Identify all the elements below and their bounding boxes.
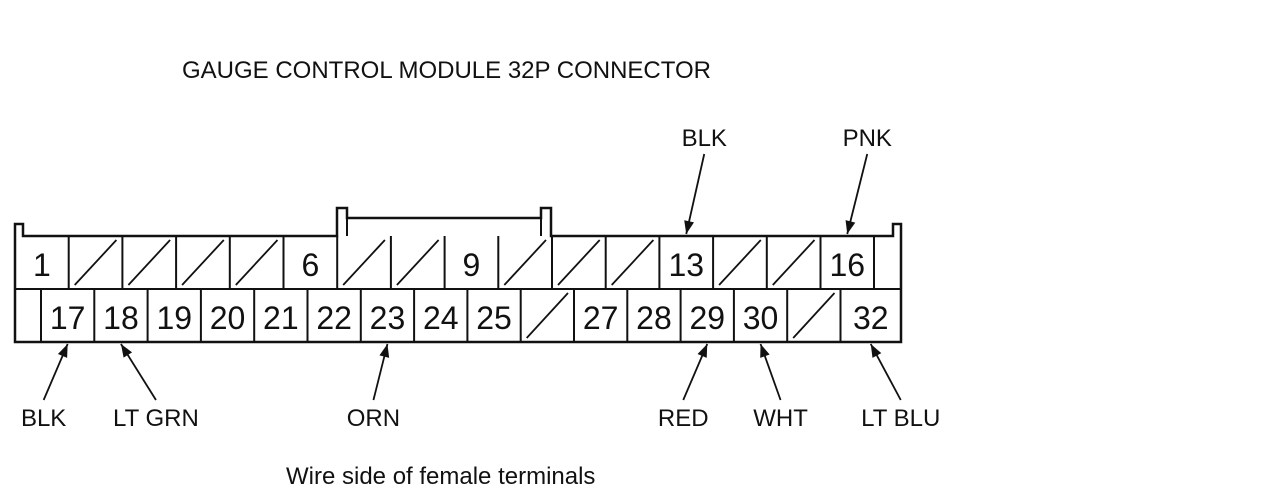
terminal-unused xyxy=(389,236,440,289)
terminal-23: 23 xyxy=(359,289,406,342)
unused-slash xyxy=(342,239,386,286)
arrowhead xyxy=(684,220,694,234)
wire-color-label: PNK xyxy=(843,125,892,152)
unused-slash xyxy=(526,292,569,339)
terminal-9: 9 xyxy=(443,236,481,289)
arrowhead xyxy=(697,344,708,358)
terminal-number: 28 xyxy=(636,300,672,336)
terminal-number: 9 xyxy=(463,247,481,283)
wire-color-label: BLK xyxy=(682,125,727,152)
terminal-number: 19 xyxy=(156,300,192,336)
terminal-unused xyxy=(765,236,816,289)
terminal-28: 28 xyxy=(626,289,672,342)
wire-color-label: BLK xyxy=(21,405,66,432)
terminal-21: 21 xyxy=(253,289,299,342)
terminal-17: 17 xyxy=(50,300,86,336)
terminal-unused xyxy=(67,236,118,289)
diagram-title: GAUGE CONTROL MODULE 32P CONNECTOR xyxy=(182,57,711,84)
terminal-unused xyxy=(786,289,836,342)
terminal-18: 18 xyxy=(93,289,139,342)
unused-slash xyxy=(127,239,171,286)
terminal-number: 1 xyxy=(33,247,51,283)
terminal-13: 13 xyxy=(658,236,704,289)
terminal-16: 16 xyxy=(819,236,865,289)
arrowhead xyxy=(870,344,882,358)
unused-slash xyxy=(181,239,225,286)
terminal-number: 27 xyxy=(583,300,619,336)
terminal-1: 1 xyxy=(33,247,51,283)
wire-callout-17: BLK xyxy=(21,343,69,432)
wire-callout-16: PNK xyxy=(843,125,892,235)
terminal-32: 32 xyxy=(839,289,889,342)
wire-callout-18: LT GRN xyxy=(113,343,199,432)
terminal-29: 29 xyxy=(679,289,725,342)
terminal-unused xyxy=(519,289,569,342)
bottom-row: 17 18 19 20 21 22 23 24 25 27 28 29 30 32 xyxy=(50,289,889,342)
terminal-unused xyxy=(336,236,386,289)
unused-slash xyxy=(235,239,279,286)
unused-slash xyxy=(396,239,440,286)
terminal-number: 30 xyxy=(743,300,779,336)
unused-slash xyxy=(503,239,547,286)
terminal-number: 20 xyxy=(210,300,246,336)
wire-callout-13: BLK xyxy=(682,125,727,235)
terminal-6: 6 xyxy=(282,236,319,289)
wire-callout-29: RED xyxy=(658,343,709,432)
leader-line xyxy=(685,153,706,235)
terminal-number: 32 xyxy=(853,300,889,336)
terminal-number: 29 xyxy=(689,300,725,336)
terminal-number: 17 xyxy=(50,300,86,336)
terminal-22: 22 xyxy=(306,289,352,342)
terminal-number: 21 xyxy=(263,300,299,336)
wire-color-label: RED xyxy=(658,405,709,432)
wire-callouts: BLK PNK BLK LT GRN ORN RED WHT LT BLU xyxy=(21,125,940,432)
wire-callout-32: LT BLU xyxy=(861,343,940,432)
unused-slash xyxy=(718,239,762,286)
terminal-number: 24 xyxy=(423,300,459,336)
arrowhead xyxy=(379,344,390,358)
terminal-number: 13 xyxy=(668,247,704,283)
unused-slash xyxy=(557,239,601,286)
unused-slash xyxy=(74,239,118,286)
terminal-unused xyxy=(228,236,279,289)
wire-color-label: LT BLU xyxy=(861,405,940,432)
terminal-number: 16 xyxy=(829,247,865,283)
terminal-number: 25 xyxy=(476,300,512,336)
terminal-unused xyxy=(712,236,762,289)
terminal-unused xyxy=(175,236,225,289)
unused-slash xyxy=(772,239,816,286)
wire-callout-30: WHT xyxy=(753,343,808,432)
terminal-24: 24 xyxy=(413,289,459,342)
terminal-19: 19 xyxy=(146,289,192,342)
wire-color-label: ORN xyxy=(347,405,400,432)
terminal-30: 30 xyxy=(732,289,779,342)
wire-color-label: WHT xyxy=(753,405,808,432)
diagram-caption: Wire side of female terminals xyxy=(286,463,595,490)
wire-color-label: LT GRN xyxy=(113,405,199,432)
unused-slash xyxy=(792,292,836,339)
terminal-number: 23 xyxy=(370,300,406,336)
wire-callout-23: ORN xyxy=(347,343,400,432)
terminal-number: 18 xyxy=(103,300,139,336)
terminal-25: 25 xyxy=(466,289,512,342)
terminal-unused xyxy=(604,236,655,289)
terminal-number: 6 xyxy=(301,247,319,283)
terminal-20: 20 xyxy=(199,289,246,342)
arrowhead xyxy=(845,220,856,234)
terminal-unused xyxy=(121,236,171,289)
unused-slash xyxy=(611,239,655,286)
leader-line xyxy=(846,153,869,235)
terminal-unused xyxy=(551,236,601,289)
terminal-27: 27 xyxy=(573,289,619,342)
terminal-unused xyxy=(497,236,547,289)
arrowhead xyxy=(760,344,770,358)
terminal-number: 22 xyxy=(316,300,352,336)
arrowhead xyxy=(57,344,68,358)
arrowhead xyxy=(120,344,133,358)
